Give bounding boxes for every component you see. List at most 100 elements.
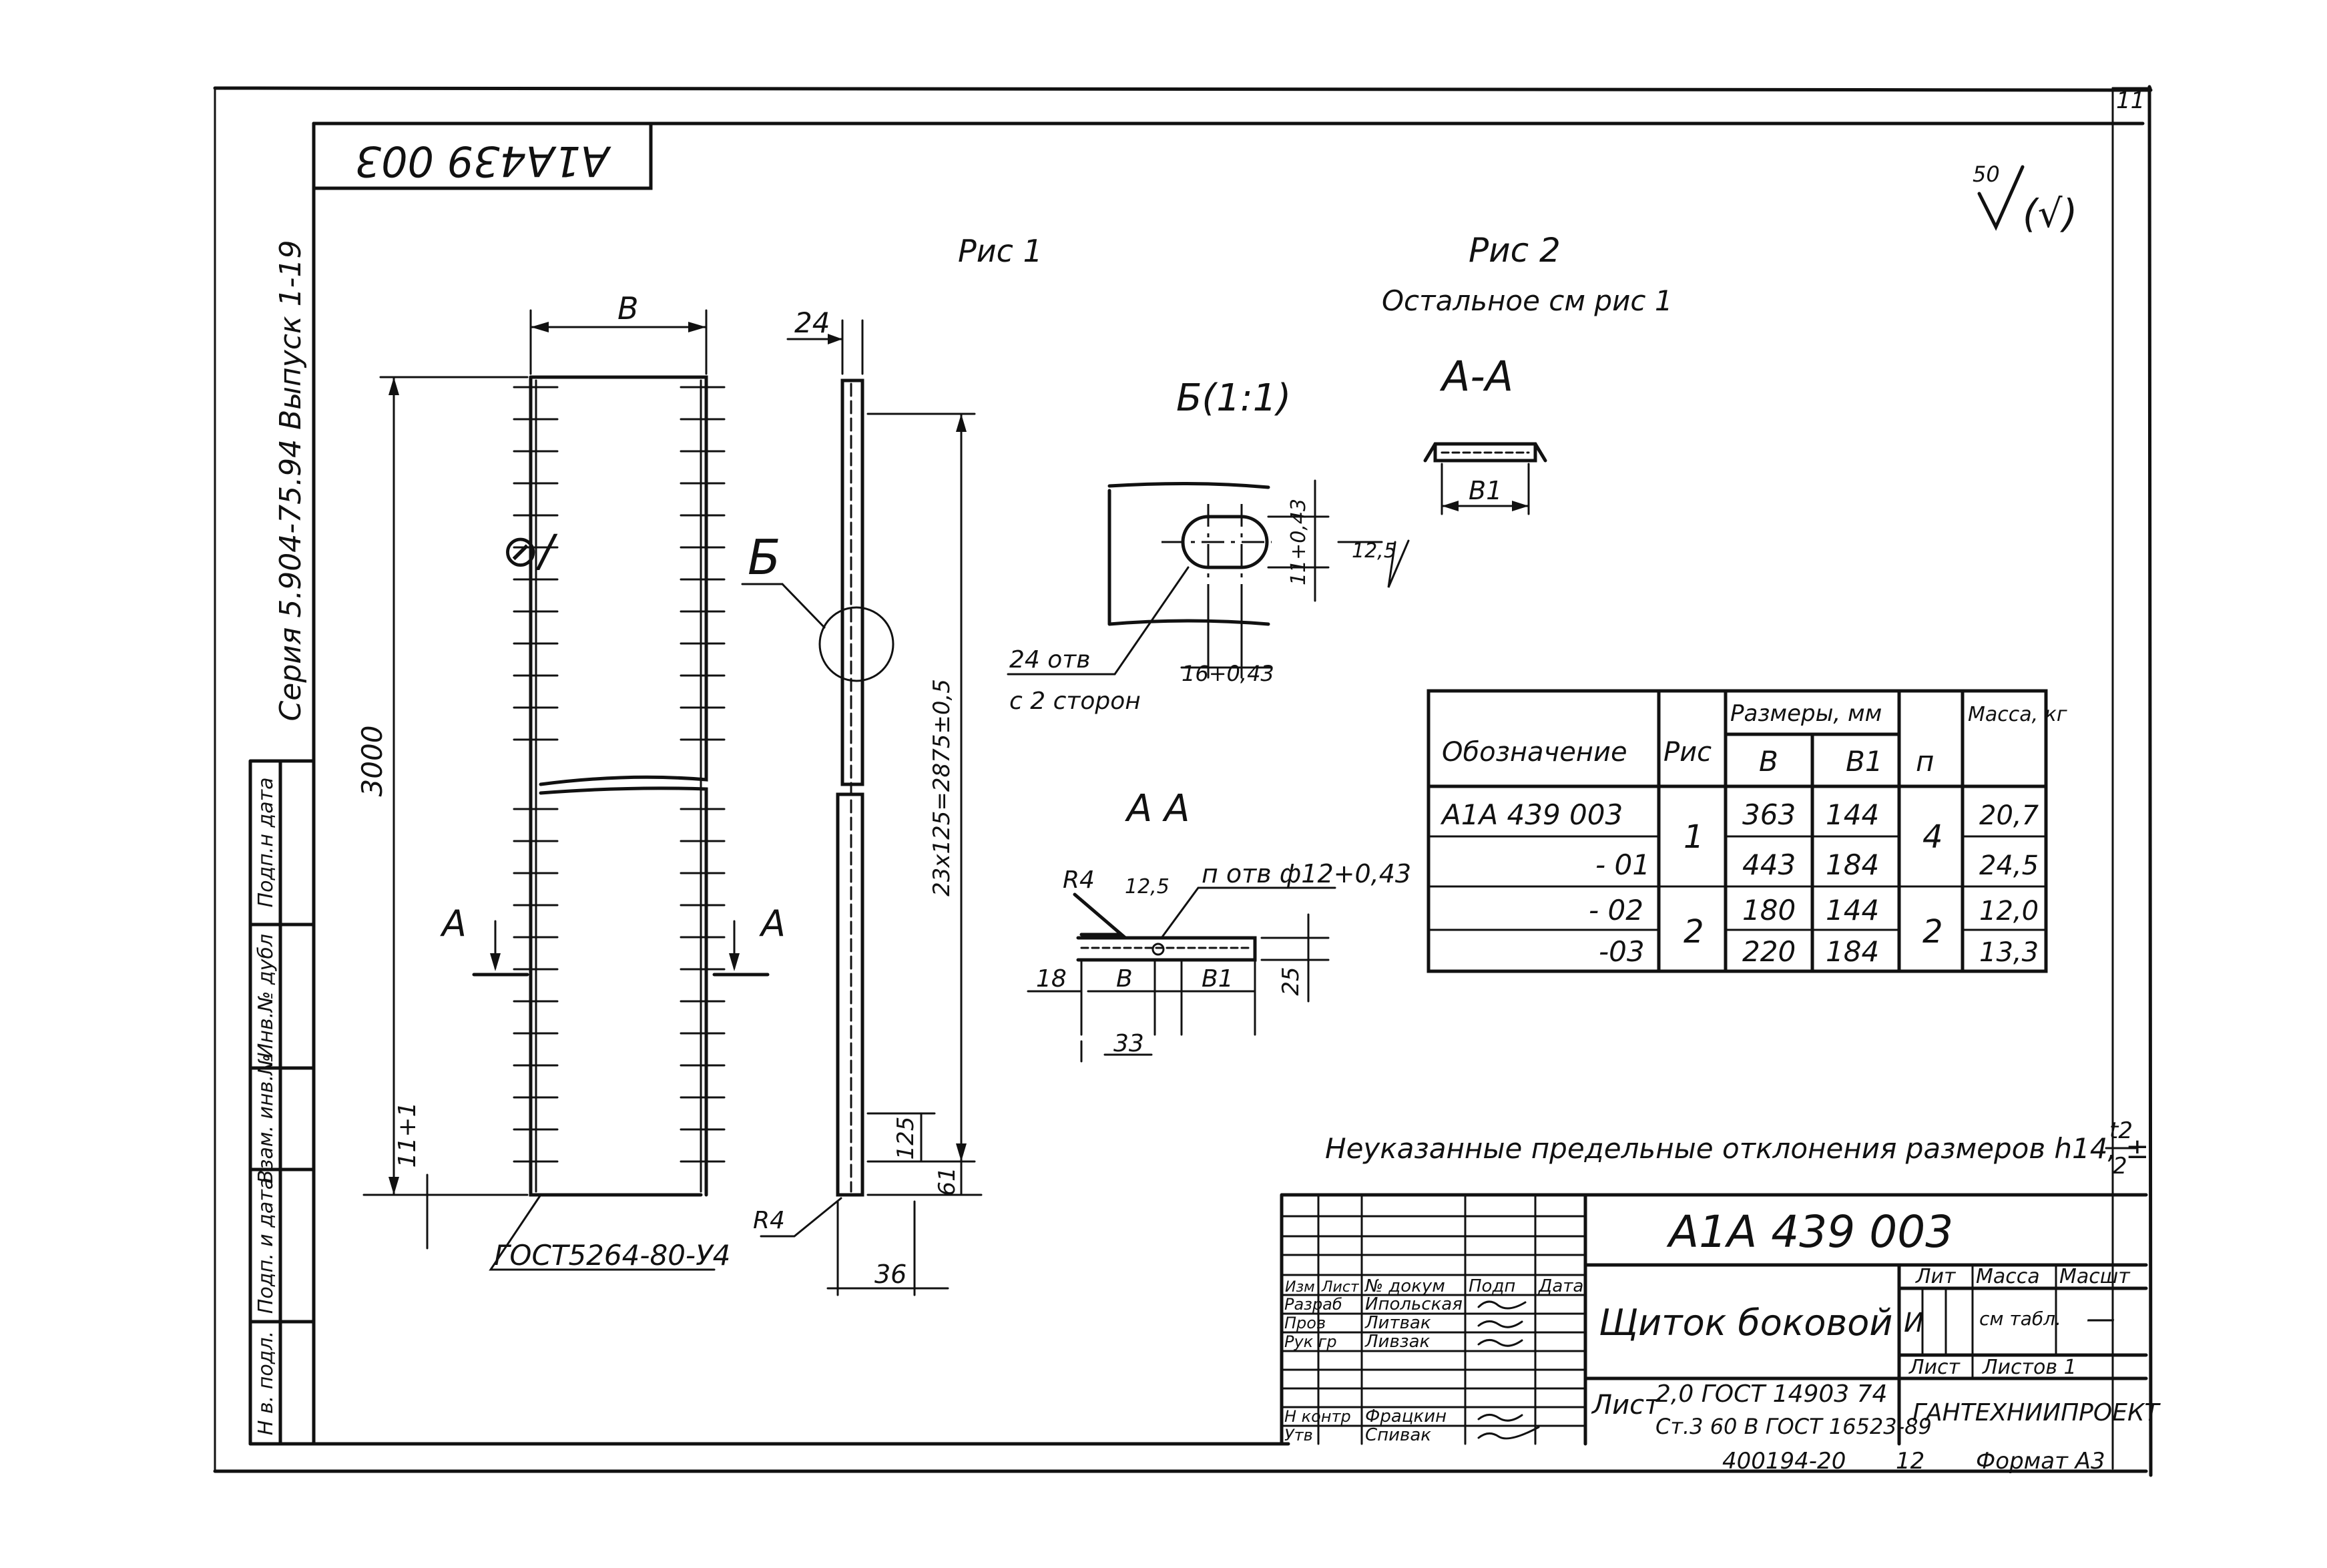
dim-61: 61 <box>934 1167 961 1196</box>
gost-material-label: ГОСТ5264-80-У4 <box>494 1239 730 1272</box>
row-b1: 184 <box>1826 848 1879 881</box>
view-b-detail: Б(1:1) 16+0,43 11+0,43 12,5 24 отв с 2 с… <box>1007 376 1410 715</box>
dim-2875: 23х125=2875±0,5 <box>929 679 955 896</box>
dim-b-sec: В <box>1116 965 1133 993</box>
tb-sheets-label: Листов 1 <box>1982 1356 2077 1379</box>
roughness-value: 50 <box>1973 162 2000 187</box>
rough-section: 12,5 <box>1125 875 1170 898</box>
row-b1: 144 <box>1826 894 1879 927</box>
tb-role: Рук гр <box>1284 1332 1337 1351</box>
row-b: 363 <box>1742 798 1796 831</box>
slot-width: 16+0,43 <box>1182 661 1274 686</box>
tb-col-header: Изм <box>1285 1279 1315 1296</box>
table-head-sizes: Размеры, мм <box>1730 700 1882 727</box>
stamp-cell-2: Инв.№ дубл <box>254 934 278 1058</box>
section-mark-right: А <box>759 902 786 945</box>
holes-note-1: 24 отв <box>1009 646 1090 674</box>
sizes-table: Обозначение Рис Размеры, мм В В1 п Масса… <box>1427 689 2067 973</box>
r4-section: R4 <box>1063 866 1095 894</box>
fig2-caption: Рис 2 <box>1469 231 1561 270</box>
section-aa-top-caption: А-А <box>1439 352 1513 401</box>
table-head-fig: Рис <box>1663 737 1712 768</box>
r4-main: R4 <box>753 1207 785 1234</box>
stamp-cell-4: Подп. и дата <box>254 1178 278 1314</box>
tb-material-line2: Ст.3 60 В ГОСТ 16523-89 <box>1655 1414 1932 1439</box>
tolerance-note: Неуказанные предельные отклонения размер… <box>1325 1132 2149 1165</box>
tb-material-label: Лист <box>1591 1390 1661 1420</box>
tb-name: Щиток боковой <box>1599 1302 1892 1344</box>
bottom-code: 400194-20 <box>1722 1448 1846 1475</box>
series-label: Серия 5.904-75.94 Выпуск 1-19 <box>274 240 308 722</box>
dim-11-1: 11+1 <box>394 1102 421 1168</box>
fig2-note: Остальное см рис 1 <box>1382 284 1673 317</box>
row-b: 443 <box>1742 848 1796 881</box>
tb-role-name: Литвак <box>1364 1313 1431 1333</box>
tb-role: Разраб <box>1284 1295 1342 1314</box>
tb-mass-value: см табл. <box>1979 1308 2061 1330</box>
tb-role: Утв <box>1284 1426 1313 1445</box>
table-n-2: 2 <box>1922 913 1943 951</box>
tb-material-line1: 2,0 ГОСТ 14903 74 <box>1655 1380 1887 1408</box>
frame <box>213 85 2153 1477</box>
table-head-b: В <box>1759 745 1778 778</box>
tb-role-name: Ливзак <box>1364 1332 1431 1352</box>
row-b: 220 <box>1742 935 1796 968</box>
dim-18: 18 <box>1036 965 1067 993</box>
row-mass: 12,0 <box>1979 896 2039 927</box>
tb-col-header: № докум <box>1364 1276 1445 1296</box>
section-aa-top: А-А В1 <box>1423 352 1547 515</box>
weld-symbol: ⊘/ <box>502 525 558 577</box>
dim-125: 125 <box>892 1117 919 1160</box>
row-mass: 13,3 <box>1979 937 2039 968</box>
table-fig-2: 2 <box>1684 913 1704 951</box>
section-aa-bottom-caption: А А <box>1125 787 1190 830</box>
roughness-suffix: (√) <box>2023 191 2077 236</box>
row-designation: А1А 439 003 <box>1440 798 1623 831</box>
tb-role: Пров <box>1284 1314 1326 1332</box>
tb-role-name: Спивак <box>1365 1425 1431 1445</box>
roughness-symbol: 50 (√) <box>1973 162 2077 236</box>
sheet-number: 11 <box>2116 87 2145 114</box>
side-stamp: Подп.н дата Инв.№ дубл Взам. инв.№ Подп.… <box>248 759 316 1446</box>
dim-b1-sec: В1 <box>1202 965 1234 993</box>
section-mark-left: А <box>440 902 467 945</box>
tb-scale-value: — <box>2086 1302 2115 1336</box>
tb-col-header: Подп <box>1469 1276 1515 1296</box>
row-designation: - 01 <box>1595 848 1650 881</box>
bottom-num: 12 <box>1896 1448 1924 1475</box>
table-fig-1: 1 <box>1684 818 1704 856</box>
table-head-designation: Обозначение <box>1442 737 1627 768</box>
fig1-side-view: 24 Б 23х125=2875±0,5 125 61 R4 36 <box>741 306 983 1296</box>
tb-col-header: Лист <box>1321 1279 1360 1296</box>
dim-33: 33 <box>1113 1030 1144 1057</box>
tb-lit-value: И <box>1904 1308 1924 1338</box>
tb-org: ГАНТЕХНИИПРОЕКТ <box>1912 1399 2161 1426</box>
dim-36: 36 <box>874 1260 907 1289</box>
tb-role: Н контр <box>1284 1407 1351 1426</box>
row-b1: 184 <box>1826 935 1879 968</box>
signature <box>1477 1320 1523 1328</box>
dim-25: 25 <box>1278 967 1304 995</box>
row-mass: 24,5 <box>1979 850 2039 881</box>
slot-height: 11+0,43 <box>1287 499 1310 585</box>
row-b1: 144 <box>1826 798 1879 831</box>
tb-role-name: Ипольская <box>1365 1294 1463 1314</box>
tolerance-frac-top: t2 <box>2109 1117 2133 1144</box>
tb-role-name: Фрацкин <box>1365 1406 1447 1426</box>
table-n-1: 4 <box>1922 818 1943 856</box>
dim-b-label: В <box>617 290 639 326</box>
tb-col-header: Дата <box>1538 1276 1583 1296</box>
table-head-n: п <box>1916 745 1934 778</box>
row-mass: 20,7 <box>1979 800 2039 831</box>
tb-scale-label: Масшт <box>2059 1265 2131 1288</box>
slot-roughness: 12,5 <box>1352 539 1396 563</box>
dim-24: 24 <box>794 306 830 339</box>
holes-bottom-label: п отв ф12+0,43 <box>1202 859 1411 888</box>
title-block: А1А 439 003 Щиток боковой Лист 2,0 ГОСТ … <box>1280 1193 2161 1446</box>
row-designation: - 02 <box>1589 894 1643 927</box>
tb-designation: А1А 439 003 <box>1666 1206 1953 1258</box>
row-b: 180 <box>1742 894 1796 927</box>
fig1-caption: Рис 1 <box>958 233 1043 269</box>
format-label: Формат А3 <box>1976 1448 2105 1475</box>
